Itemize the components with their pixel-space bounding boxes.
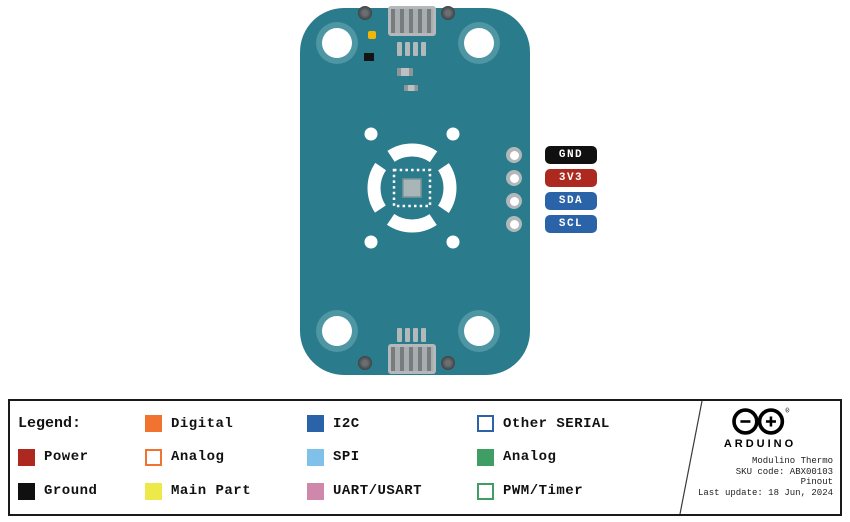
qwiic-connector-bottom bbox=[388, 344, 436, 374]
screw-bottom-right bbox=[441, 356, 455, 370]
footer-info: Modulino Thermo SKU code: ABX00103 Pinou… bbox=[684, 456, 836, 498]
temperature-sensor-chip bbox=[402, 178, 422, 198]
legend-swatch bbox=[307, 448, 324, 466]
legend-item-pwm-timer: PWM/Timer bbox=[477, 474, 680, 508]
brand-name: ARDUINO bbox=[723, 438, 797, 450]
connector-pin bbox=[421, 42, 426, 56]
connector-pin bbox=[397, 42, 402, 56]
legend-swatch bbox=[307, 482, 324, 500]
qwiic-connector-top bbox=[388, 6, 436, 36]
pin-hole-gnd bbox=[506, 147, 522, 163]
legend-title-cell: Legend: bbox=[18, 407, 145, 441]
legend-label: I2C bbox=[333, 415, 360, 432]
legend-swatch bbox=[145, 415, 162, 433]
screw-top-right bbox=[441, 6, 455, 20]
legend-item-i2c: I2C bbox=[307, 407, 477, 441]
doc-type: Pinout bbox=[800, 477, 833, 487]
legend-item-main-part: Main Part bbox=[145, 474, 307, 508]
legend-swatch bbox=[18, 448, 35, 466]
legend-label: SPI bbox=[333, 449, 360, 466]
legend-label: Digital bbox=[171, 415, 234, 432]
connector-pin bbox=[421, 328, 426, 342]
pin-label-sda: SDA bbox=[545, 192, 597, 210]
thermal-sensor-pattern bbox=[364, 127, 460, 249]
legend-label: Main Part bbox=[171, 483, 252, 500]
modulino-board bbox=[300, 6, 530, 375]
mounting-hole-top-right bbox=[458, 22, 500, 64]
legend-swatch bbox=[307, 415, 324, 433]
pin-label-3v3: 3V3 bbox=[545, 169, 597, 187]
legend-item-analog-green: Analog bbox=[477, 441, 680, 475]
screw-bottom-left bbox=[358, 356, 372, 370]
pin-hole-3v3 bbox=[506, 170, 522, 186]
pin-label-scl: SCL bbox=[545, 215, 597, 233]
resistor bbox=[397, 68, 413, 76]
legend-item-power: Power bbox=[18, 441, 145, 475]
mounting-hole-bottom-right bbox=[458, 310, 500, 352]
legend-label: Ground bbox=[44, 483, 98, 500]
legend-swatch bbox=[18, 482, 35, 500]
legend-box: Legend: Digital I2C Other SERIAL Power A… bbox=[8, 399, 842, 516]
registered-mark: ® bbox=[786, 406, 790, 414]
legend-swatch bbox=[477, 448, 494, 466]
resistor bbox=[404, 85, 418, 91]
connector-pin bbox=[405, 42, 410, 56]
legend-grid: Legend: Digital I2C Other SERIAL Power A… bbox=[10, 401, 680, 514]
connector-pin bbox=[413, 328, 418, 342]
legend-label: Analog bbox=[503, 449, 557, 466]
last-update: Last update: 18 Jun, 2024 bbox=[697, 487, 833, 498]
legend-swatch bbox=[145, 482, 162, 500]
legend-item-other-serial: Other SERIAL bbox=[477, 407, 680, 441]
legend-swatch bbox=[477, 415, 494, 433]
legend-label: Other SERIAL bbox=[503, 415, 610, 432]
product-name: Modulino Thermo bbox=[751, 456, 833, 466]
screw-top-left bbox=[358, 6, 372, 20]
legend-swatch bbox=[477, 482, 494, 500]
legend-label: PWM/Timer bbox=[503, 483, 584, 500]
legend-label: Analog bbox=[171, 449, 225, 466]
sku-code: SKU code: ABX00103 bbox=[735, 466, 833, 477]
arduino-logo: ® bbox=[732, 406, 790, 435]
legend-label: Power bbox=[44, 449, 89, 466]
legend-title: Legend: bbox=[18, 415, 82, 433]
mounting-hole-top-left bbox=[316, 22, 358, 64]
connector-pin bbox=[405, 328, 410, 342]
pin-label-gnd: GND bbox=[545, 146, 597, 164]
legend-item-ground: Ground bbox=[18, 474, 145, 508]
black-component bbox=[364, 53, 374, 61]
status-led bbox=[368, 31, 376, 39]
connector-pin bbox=[397, 328, 402, 342]
legend-swatch bbox=[145, 448, 162, 466]
legend-item-analog-outline: Analog bbox=[145, 441, 307, 475]
legend-item-uart: UART/USART bbox=[307, 474, 477, 508]
legend-item-spi: SPI bbox=[307, 441, 477, 475]
pin-hole-scl bbox=[506, 216, 522, 232]
legend-label: UART/USART bbox=[333, 483, 423, 500]
pin-hole-sda bbox=[506, 193, 522, 209]
connector-pin bbox=[413, 42, 418, 56]
legend-item-digital: Digital bbox=[145, 407, 307, 441]
footer-branding: ® ARDUINO Modulino Thermo SKU code: ABX0… bbox=[684, 406, 836, 511]
mounting-hole-bottom-left bbox=[316, 310, 358, 352]
